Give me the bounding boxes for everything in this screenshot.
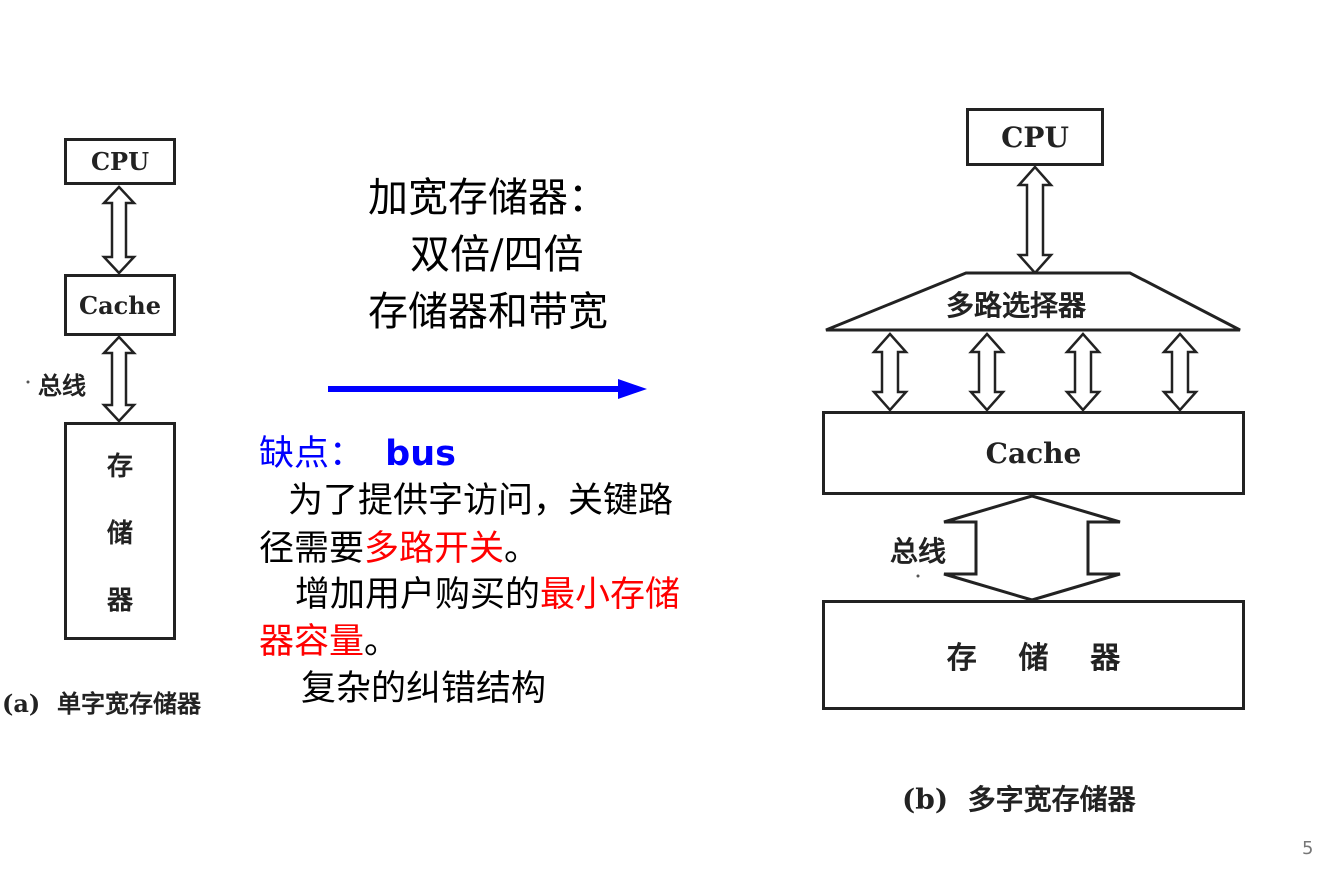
- p2-text-b: 。: [364, 622, 400, 662]
- left-caption: (a) 单字宽存储器: [2, 689, 201, 718]
- mux-cache-arrow-2: [968, 332, 1006, 412]
- left-cache-box: Cache: [64, 274, 176, 336]
- blue-right-arrow: [328, 379, 647, 399]
- p2-text-red-2: 器容量: [259, 622, 365, 662]
- right-cpu-label: CPU: [1001, 120, 1069, 154]
- right-cpu-box: CPU: [966, 108, 1104, 166]
- cons-point-2-line-1: 增加用户购买的最小存储: [295, 566, 680, 617]
- left-cpu-box: CPU: [64, 138, 176, 185]
- left-memory-char-3: 器: [106, 585, 133, 616]
- right-bus-label: 总线: [890, 535, 947, 568]
- title-line-1: 加宽存储器：: [368, 175, 608, 221]
- mux-cache-arrow-4: [1161, 332, 1199, 412]
- cons-point-1-line-1: 为了提供字访问，关键路: [288, 481, 674, 521]
- right-memory-box: 存 储 器: [822, 600, 1245, 710]
- cons-label: 缺点：: [259, 434, 365, 474]
- p2-text-red: 最小存储: [540, 575, 681, 615]
- cons-point-1-line-2: 径需要多路开关。: [259, 520, 539, 571]
- p1-text-b: 。: [504, 529, 540, 569]
- multiplexer-label: 多路选择器: [946, 289, 1087, 322]
- multiplexer-shape: [825, 271, 1241, 332]
- right-cache-box: Cache: [822, 411, 1245, 495]
- right-bus-arrow: [943, 494, 1121, 602]
- right-memory-label: 存 储 器: [946, 641, 1121, 676]
- page-number: 5: [1302, 838, 1314, 859]
- left-cache-label: Cache: [79, 290, 161, 320]
- cons-point-2-line-2: 器容量。: [259, 613, 399, 664]
- right-caption: (b) 多字宽存储器: [902, 783, 1136, 816]
- right-cache-label: Cache: [985, 436, 1082, 470]
- left-cpu-label: CPU: [90, 147, 150, 176]
- mux-cache-arrow-1: [871, 332, 909, 412]
- left-memory-char-1: 存: [106, 451, 133, 482]
- left-bus-label: 总线: [38, 371, 86, 400]
- left-cpu-cache-arrow: [101, 185, 137, 275]
- title-line-2: 双倍/四倍: [410, 232, 584, 278]
- left-memory-char-2: 储: [106, 518, 133, 549]
- left-memory-box: 存 储 器: [64, 422, 176, 640]
- cons-heading: 缺点： bus: [259, 425, 456, 476]
- mux-cache-arrow-3: [1064, 332, 1102, 412]
- left-cache-memory-arrow: [101, 335, 137, 423]
- right-cpu-mux-arrow: [1016, 165, 1054, 275]
- cons-keyword: bus: [385, 434, 456, 474]
- title-line-3: 存储器和带宽: [368, 289, 608, 335]
- p1-text-a: 径需要: [259, 529, 365, 569]
- p1-text-red: 多路开关: [364, 529, 505, 569]
- p2-text-a: 增加用户购买的: [295, 575, 541, 615]
- cons-point-3: 复杂的纠错结构: [301, 669, 547, 709]
